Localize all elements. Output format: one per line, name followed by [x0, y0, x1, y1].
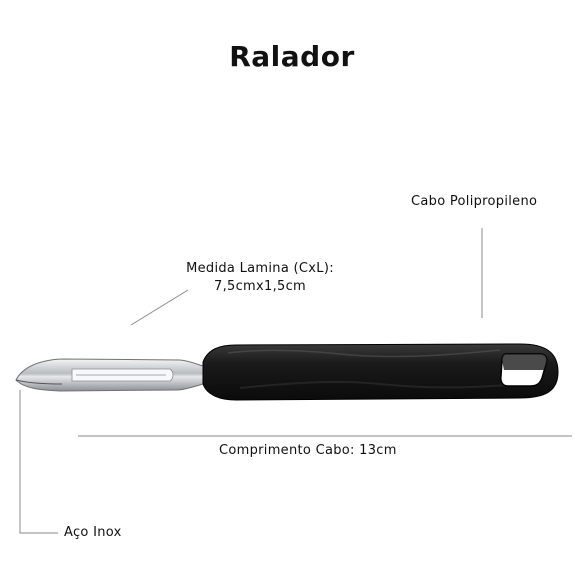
blade	[15, 358, 204, 392]
medida-label: Medida Lamina (CxL): 7,5cmx1,5cm	[170, 260, 350, 296]
medida-label-line2: 7,5cmx1,5cm	[214, 279, 306, 294]
aco-leader-line	[19, 390, 58, 534]
medida-label-line1: Medida Lamina (CxL):	[186, 261, 334, 276]
aco-label: Aço Inox	[64, 525, 122, 540]
page-title: Ralador	[229, 40, 355, 73]
comprimento-label: Comprimento Cabo: 13cm	[219, 443, 397, 458]
medida-leader-line	[130, 289, 189, 326]
handle	[202, 343, 559, 401]
cabo-label: Cabo Polipropileno	[411, 194, 538, 209]
